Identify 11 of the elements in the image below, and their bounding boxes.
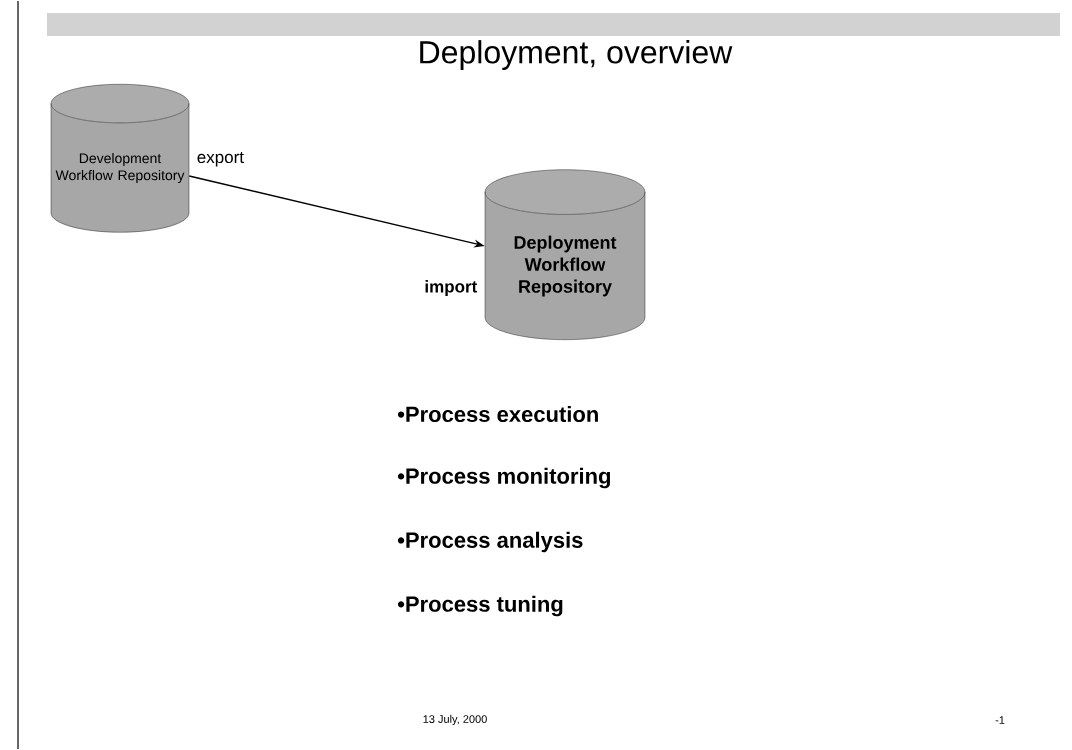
edge-label: export [197, 151, 244, 167]
slide-title: Deployment, overview [420, 40, 733, 70]
database-cylinder: Development Workflow Repository [50, 84, 190, 233]
node-caption: import [425, 280, 478, 296]
bullet-point: •Process monitoring [397, 467, 610, 489]
database-cylinder: Deployment Workflow Repository [484, 169, 646, 340]
bullet-point: •Process tuning [397, 595, 563, 617]
bullet-point: •Process analysis [397, 531, 583, 553]
footer-text: -1 [995, 716, 1005, 724]
footer-text: 13 July, 2000 [423, 714, 487, 726]
bullet-point: •Process execution [397, 405, 598, 423]
